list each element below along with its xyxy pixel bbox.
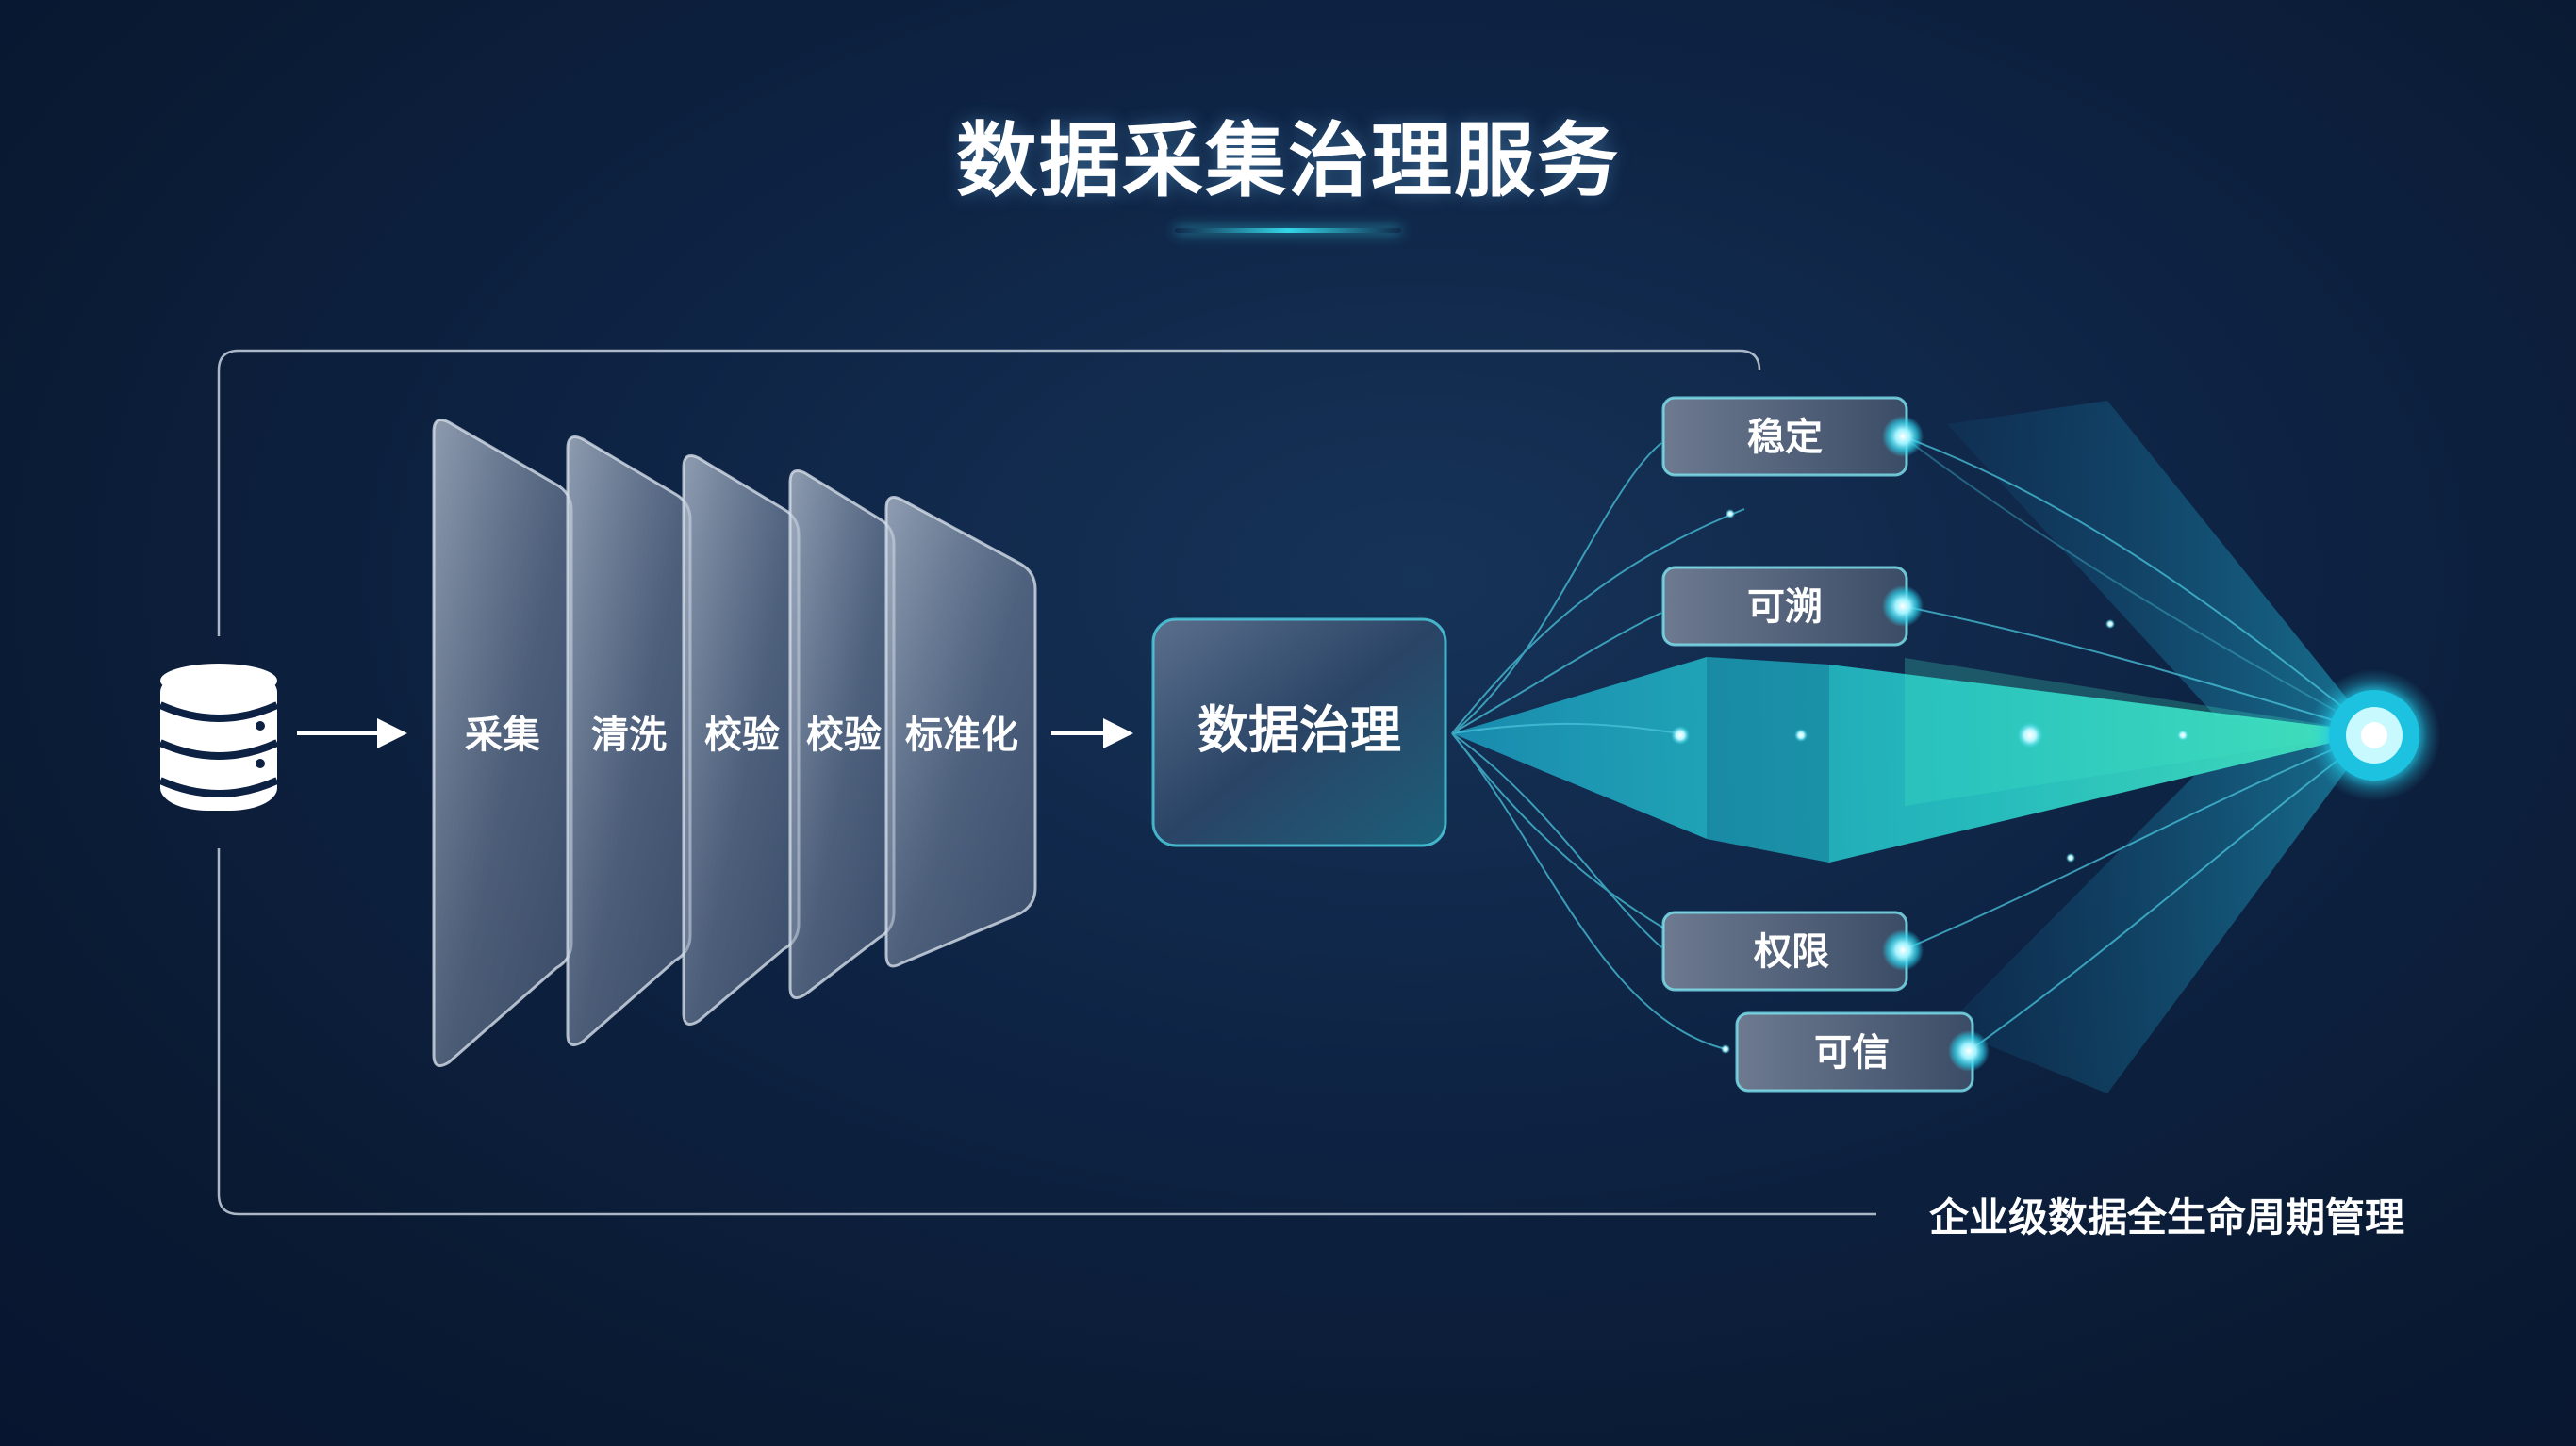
stage-label: 采集 (465, 714, 540, 757)
governance-label: 数据治理 (1197, 700, 1401, 760)
glowing-node-icon (2308, 669, 2440, 801)
stage-label: 校验 (806, 714, 882, 757)
outcome-pill-stable: 稳定 (1661, 396, 1924, 477)
outcome-pill-permission: 权限 (1661, 911, 1924, 992)
outcome-label: 稳定 (1747, 416, 1823, 459)
beam-fan (1452, 401, 2374, 1093)
outcome-pill-traceable: 可溯 (1661, 566, 1924, 647)
database-icon (158, 664, 279, 811)
page-title: 数据采集治理服务 (956, 114, 1620, 208)
stage-panel-1: 采集 (432, 419, 573, 1068)
arrow-right-icon (1051, 718, 1133, 748)
arrow-right-icon (297, 718, 407, 748)
stage-label: 标准化 (905, 714, 1018, 757)
stage-panel-5: 标准化 (884, 496, 1037, 968)
title-underline (1175, 228, 1401, 233)
subtitle: 企业级数据全生命周期管理 (1928, 1194, 2404, 1241)
stage-panel-2: 清洗 (566, 435, 692, 1047)
glow-dots (1671, 509, 2188, 1054)
outer-frame (217, 349, 1876, 1216)
outcome-label: 可溯 (1747, 585, 1823, 629)
outcome-label: 权限 (1753, 930, 1829, 974)
pipeline-stages: 采集 清洗 校验 校验 标准化 (432, 419, 1037, 1068)
stage-panel-3: 校验 (682, 454, 801, 1027)
outcome-pill-trusted: 可信 (1735, 1011, 1990, 1093)
stage-label: 清洗 (591, 714, 667, 757)
stage-label: 校验 (704, 714, 780, 757)
governance-box: 数据治理 (1151, 617, 1447, 847)
stage-panel-4: 校验 (788, 469, 896, 1000)
outcome-label: 可信 (1814, 1031, 1890, 1075)
